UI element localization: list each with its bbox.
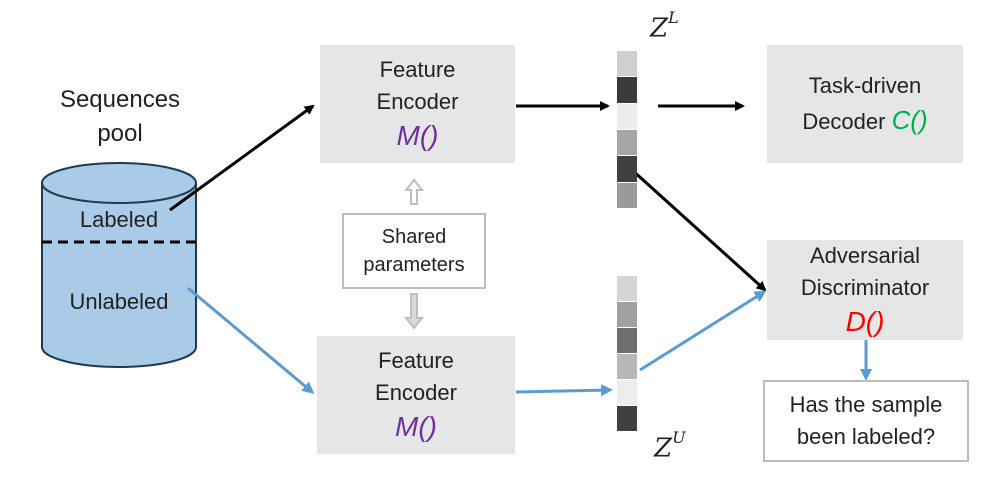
shared-line2: parameters <box>363 254 465 276</box>
encoder-top-line2: Encoder <box>376 89 459 114</box>
arrow-zu-to-discriminator <box>639 290 767 372</box>
zl-label: ZL <box>650 8 679 44</box>
discriminator-func: D() <box>845 306 885 337</box>
encoder-bottom-line1: Feature <box>378 348 454 373</box>
zu-symbol: Z <box>654 433 673 464</box>
arrow-encoder-to-zu <box>515 384 613 397</box>
decoder-func: C() <box>891 105 928 135</box>
question-box: Has the sample been labeled? <box>763 380 969 462</box>
pool-title-line1: Sequences <box>59 86 181 113</box>
adversarial-discriminator: Adversarial Discriminator D() <box>767 240 963 340</box>
pool-title-line2: pool <box>97 120 143 147</box>
zl-strip-cell <box>617 182 637 209</box>
zu-strip-cell <box>617 380 637 406</box>
decoder-line2-text: Decoder <box>802 109 892 134</box>
question-line1: Has the sample <box>789 392 943 417</box>
shared-down-arrow <box>403 293 425 330</box>
zu-label: ZU <box>654 428 686 464</box>
arrow-zl-to-discriminator <box>630 168 767 292</box>
zu-strip-cell <box>617 406 637 432</box>
encoder-bottom-func: M() <box>395 411 437 442</box>
zl-symbol: Z <box>650 13 669 44</box>
encoder-top-func: M() <box>396 120 439 151</box>
labeled-label: Labeled <box>79 207 159 232</box>
zu-strip-cell <box>617 276 637 302</box>
zl-strip-cell <box>617 129 637 157</box>
decoder-line2: Decoder C() <box>802 102 927 138</box>
zu-strip-cell <box>617 328 637 354</box>
arrow-labeled-to-encoder <box>169 104 315 212</box>
discriminator-line2: Discriminator <box>800 275 930 300</box>
zl-strip-cell <box>617 77 637 104</box>
shared-parameters-box: Shared parameters <box>342 213 486 289</box>
encoder-bottom-line2: Encoder <box>375 380 457 405</box>
decoder-line1: Task-driven <box>808 73 922 98</box>
shared-up-arrow <box>403 178 425 205</box>
latent-strip-zu <box>617 276 637 432</box>
sequences-pool-cylinder <box>41 162 197 368</box>
feature-encoder-bottom: Feature Encoder M() <box>317 336 515 454</box>
zu-strip-cell <box>617 354 637 380</box>
task-driven-decoder: Task-driven Decoder C() <box>767 45 963 163</box>
discriminator-line1: Adversarial <box>809 243 921 268</box>
unlabeled-label: Unlabeled <box>69 289 169 314</box>
zl-strip-cell <box>617 103 637 130</box>
latent-strip-zl <box>617 51 637 209</box>
question-line2: been labeled? <box>796 424 936 449</box>
encoder-top-line1: Feature <box>379 57 456 82</box>
zl-strip-cell <box>617 156 637 183</box>
zl-sup: L <box>668 8 679 27</box>
pool-title: Sequences pool <box>40 83 200 151</box>
shared-line1: Shared <box>381 226 447 248</box>
feature-encoder-top: Feature Encoder M() <box>320 45 515 163</box>
zl-strip-cell <box>617 51 637 78</box>
zu-strip-cell <box>617 302 637 328</box>
arrow-unlabeled-to-encoder <box>187 286 315 394</box>
zu-sup: U <box>672 428 686 447</box>
